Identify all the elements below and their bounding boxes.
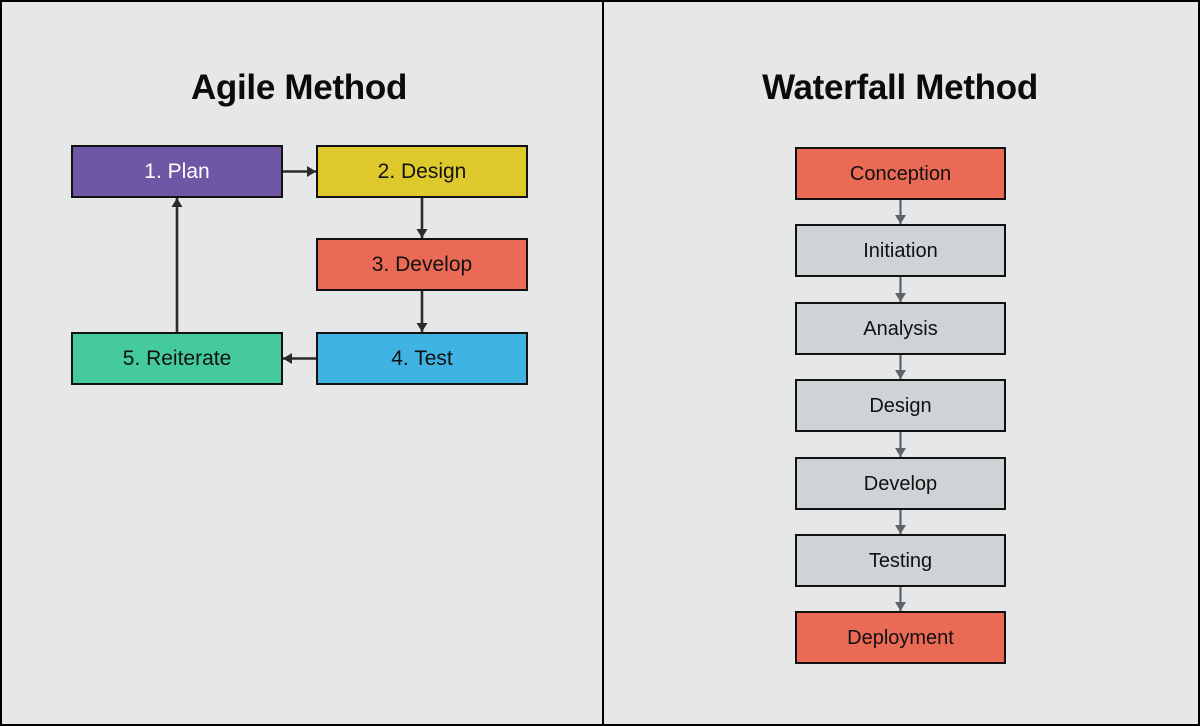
agile-node-label-design: 2. Design	[377, 160, 467, 183]
wf-arrowhead-icon-conception-to-initiation	[895, 215, 906, 224]
agile-node-label-test: 4. Test	[391, 347, 453, 370]
agile-arrowhead-icon-design-to-develop	[416, 229, 428, 238]
agile-arrowhead-icon-plan-to-design	[307, 166, 316, 177]
agile-node-develop[interactable]: 3. Develop	[316, 238, 528, 291]
wf-node-label-analysis: Analysis	[863, 317, 938, 340]
agile-arrowhead-icon-test-to-reiterate	[283, 353, 292, 364]
agile-node-plan[interactable]: 1. Plan	[71, 145, 283, 198]
wf-node-testing[interactable]: Testing	[795, 534, 1006, 587]
wf-arrowhead-icon-develop-to-testing	[895, 525, 906, 534]
wf-node-deployment[interactable]: Deployment	[795, 611, 1006, 664]
wf-node-conception[interactable]: Conception	[795, 147, 1006, 200]
wf-arrowhead-icon-analysis-to-design	[895, 370, 906, 379]
wf-node-label-deployment: Deployment	[847, 626, 954, 649]
agile-arrowhead-icon-develop-to-test	[416, 323, 428, 332]
wf-arrowhead-icon-testing-to-deployment	[895, 602, 906, 611]
agile-arrowhead-icon-reiterate-to-plan	[171, 198, 183, 207]
wf-arrowhead-icon-initiation-to-analysis	[895, 293, 906, 302]
wf-node-label-design: Design	[869, 394, 932, 417]
wf-node-label-testing: Testing	[868, 549, 933, 572]
wf-node-initiation[interactable]: Initiation	[795, 224, 1006, 277]
wf-node-label-develop: Develop	[863, 472, 938, 495]
waterfall-panel-title: Waterfall Method	[762, 68, 1038, 107]
panel-divider	[602, 2, 604, 724]
agile-node-reiterate[interactable]: 5. Reiterate	[71, 332, 283, 385]
agile-node-label-reiterate: 5. Reiterate	[122, 347, 232, 370]
wf-node-label-conception: Conception	[849, 162, 952, 185]
agile-node-label-plan: 1. Plan	[144, 160, 210, 183]
wf-node-label-initiation: Initiation	[863, 239, 938, 262]
agile-node-design[interactable]: 2. Design	[316, 145, 528, 198]
agile-node-label-develop: 3. Develop	[371, 253, 473, 276]
agile-panel-title: Agile Method	[190, 68, 408, 107]
agile-node-test[interactable]: 4. Test	[316, 332, 528, 385]
wf-node-design[interactable]: Design	[795, 379, 1006, 432]
wf-node-develop[interactable]: Develop	[795, 457, 1006, 510]
wf-arrowhead-icon-design-to-develop	[895, 448, 906, 457]
wf-node-analysis[interactable]: Analysis	[795, 302, 1006, 355]
